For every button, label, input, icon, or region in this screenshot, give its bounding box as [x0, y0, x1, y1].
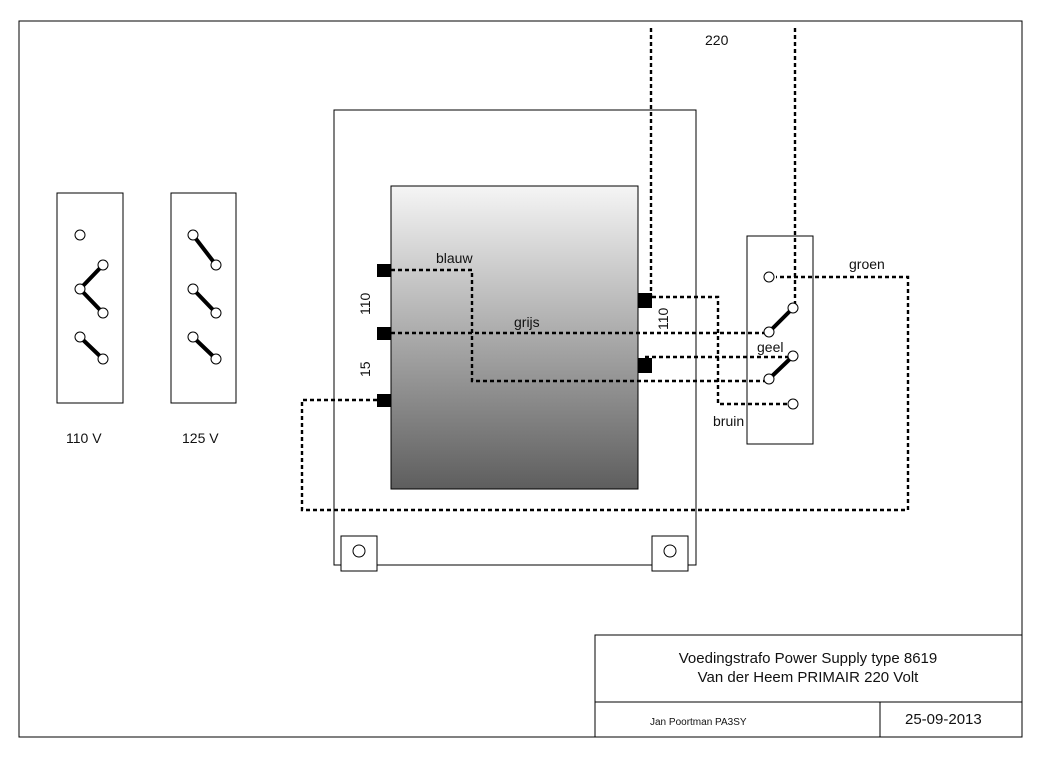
- jumper-link: [191, 287, 218, 315]
- label-grijs: grijs: [514, 314, 540, 330]
- transformer: [333, 109, 697, 572]
- wire-bruin: [645, 295, 789, 406]
- terminal: [787, 302, 799, 314]
- author: Jan Poortman PA3SY: [650, 717, 747, 728]
- mounting-hole-right: [663, 544, 677, 558]
- jumper-link: [191, 233, 218, 267]
- wire-blauw: [391, 268, 768, 383]
- terminal: [787, 350, 799, 362]
- pad-tap-15: [377, 394, 391, 407]
- label-tap-110-right: 110: [655, 307, 671, 330]
- wire-groen: [300, 275, 910, 512]
- terminal: [97, 259, 109, 271]
- terminal: [74, 283, 86, 295]
- terminal: [787, 398, 799, 410]
- transformer-pads: [377, 264, 652, 407]
- title-line-1: Voedingstrafo Power Supply type 8619: [679, 650, 938, 667]
- terminal: [763, 373, 775, 385]
- title-block-frame: [594, 634, 1023, 738]
- terminal: [97, 307, 109, 319]
- strip-caption-125v: 125 V: [182, 430, 219, 446]
- selector-link: [767, 354, 795, 381]
- pad-tap-common: [377, 327, 391, 340]
- terminal: [187, 331, 199, 343]
- terminal: [74, 229, 86, 241]
- label-geel: geel: [757, 339, 783, 355]
- jumper-strip-110v: 110 V: [56, 192, 124, 446]
- label-groen: groen: [849, 256, 885, 272]
- label-tap-15: 15: [357, 361, 373, 377]
- terminal: [187, 283, 199, 295]
- transformer-core: [390, 185, 639, 490]
- pad-tap-right-lower: [638, 358, 652, 373]
- jumper-strip-125v: 125 V: [170, 192, 237, 446]
- terminal: [210, 307, 222, 319]
- terminal: [763, 326, 775, 338]
- terminal: [763, 271, 775, 283]
- title-line-2: Van der Heem PRIMAIR 220 Volt: [698, 669, 919, 686]
- terminal: [74, 331, 86, 343]
- label-tap-110-left: 110: [357, 292, 373, 315]
- label-bruin: bruin: [713, 413, 744, 429]
- voltage-selector: [746, 235, 814, 445]
- title-block: Voedingstrafo Power Supply type 8619 Van…: [594, 634, 1023, 738]
- drawing-border: [18, 20, 1023, 738]
- strip-plate: [56, 192, 124, 404]
- terminal: [97, 353, 109, 365]
- mounting-hole-left: [352, 544, 366, 558]
- drawing-date: 25-09-2013: [905, 711, 982, 728]
- terminal: [210, 353, 222, 365]
- selector-plate: [746, 235, 814, 445]
- terminal: [187, 229, 199, 241]
- pad-tap-110-right: [638, 293, 652, 308]
- terminal: [210, 259, 222, 271]
- label-blauw: blauw: [436, 250, 473, 266]
- selector-link: [767, 306, 795, 334]
- pad-tap-110-left: [377, 264, 391, 277]
- label-mains-220: 220: [705, 32, 729, 48]
- strip-caption-110v: 110 V: [66, 430, 102, 446]
